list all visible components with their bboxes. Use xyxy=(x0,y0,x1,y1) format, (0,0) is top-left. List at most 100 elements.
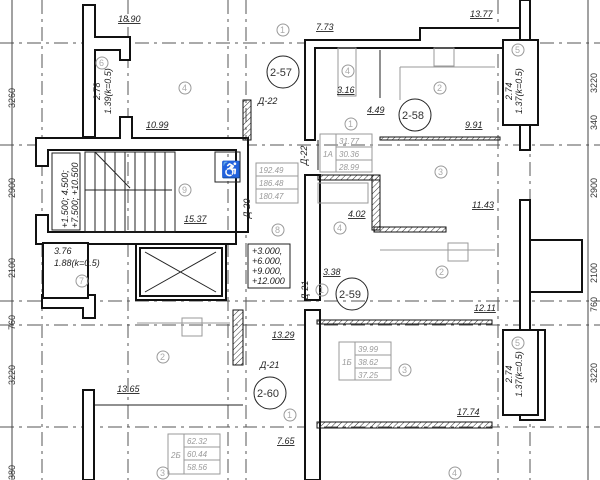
svg-text:180.47: 180.47 xyxy=(259,192,284,201)
door-labels: Д-22 Д-21 Д-22 Д-20 Д-21 xyxy=(242,96,310,370)
floor-levels-box: +3.000, +6.000, +9.000, +12.000 xyxy=(247,243,291,289)
svg-text:3: 3 xyxy=(438,167,443,177)
svg-text:39.99: 39.99 xyxy=(358,345,379,354)
svg-text:7.73: 7.73 xyxy=(316,22,334,32)
svg-text:31.77: 31.77 xyxy=(339,137,360,146)
svg-text:30.36: 30.36 xyxy=(339,150,360,159)
svg-text:4: 4 xyxy=(337,223,342,233)
wheelchair-icon: ♿ xyxy=(221,160,241,179)
svg-text:380: 380 xyxy=(7,465,17,480)
dimensions-left: 3260 2900 2100 760 3220 380 xyxy=(7,88,17,480)
svg-text:4.49: 4.49 xyxy=(367,105,385,115)
balcony-right-top: 2.74 1.37(k=0.5) xyxy=(504,68,524,114)
svg-text:13.65: 13.65 xyxy=(117,384,141,394)
svg-text:2-57: 2-57 xyxy=(270,67,292,79)
table-1a: 1A 31.77 30.36 28.99 xyxy=(319,133,373,173)
svg-text:11.43: 11.43 xyxy=(472,200,494,210)
svg-text:1.37(k=0.5): 1.37(k=0.5) xyxy=(514,68,524,114)
svg-text:28.99: 28.99 xyxy=(338,163,360,172)
svg-text:62.32: 62.32 xyxy=(187,437,208,446)
svg-text:4: 4 xyxy=(182,83,187,93)
svg-text:192.49: 192.49 xyxy=(259,166,284,175)
svg-text:1.88(k=0.5): 1.88(k=0.5) xyxy=(54,258,100,268)
svg-text:1: 1 xyxy=(287,410,292,420)
svg-text:2100: 2100 xyxy=(589,263,599,283)
svg-text:3260: 3260 xyxy=(7,88,17,108)
dimensions-right: 3220 340 2900 2100 760 3220 xyxy=(589,73,599,383)
svg-text:13.77: 13.77 xyxy=(470,9,494,19)
svg-text:3.76: 3.76 xyxy=(54,246,72,256)
svg-text:3: 3 xyxy=(402,365,407,375)
svg-text:2.74: 2.74 xyxy=(504,365,514,384)
svg-text:1: 1 xyxy=(348,119,353,129)
svg-text:2-60: 2-60 xyxy=(257,388,279,400)
svg-text:2: 2 xyxy=(160,352,165,362)
walls xyxy=(35,0,583,480)
svg-text:2: 2 xyxy=(437,83,442,93)
table-1b: 1Б 39.99 38.62 37.25 xyxy=(338,341,392,381)
room-numbers: 1 4 6 2 4 3 1 5 9 8 4 1 2 3 5 7 2 1 3 4 xyxy=(75,23,525,480)
svg-text:60.44: 60.44 xyxy=(187,450,208,459)
svg-text:12.11: 12.11 xyxy=(474,303,496,313)
svg-text:7.65: 7.65 xyxy=(277,436,296,446)
svg-text:2-59: 2-59 xyxy=(339,289,361,301)
svg-text:58.56: 58.56 xyxy=(187,463,208,472)
svg-text:+1.500; 4.500;: +1.500; 4.500; xyxy=(60,170,70,228)
staircase: ♿ xyxy=(51,151,241,233)
svg-text:Д-21: Д-21 xyxy=(259,360,279,370)
svg-text:Д-21: Д-21 xyxy=(300,281,310,301)
balcony-left-top: 2.78 1.39(k=0.5) xyxy=(92,68,113,114)
svg-text:38.62: 38.62 xyxy=(358,358,379,367)
svg-text:18.90: 18.90 xyxy=(118,14,141,24)
svg-text:6: 6 xyxy=(99,58,104,68)
svg-text:760: 760 xyxy=(7,315,17,330)
svg-text:2900: 2900 xyxy=(7,178,17,198)
svg-text:3.38: 3.38 xyxy=(323,267,341,277)
svg-text:37.25: 37.25 xyxy=(358,371,379,380)
svg-text:9.91: 9.91 xyxy=(465,120,483,130)
svg-text:2900: 2900 xyxy=(589,178,599,198)
svg-text:+3.000,: +3.000, xyxy=(252,246,282,256)
svg-text:5: 5 xyxy=(515,338,520,348)
table-2b: 2Б 62.32 60.44 58.56 xyxy=(167,433,221,475)
svg-text:9: 9 xyxy=(182,185,187,195)
svg-text:3.16: 3.16 xyxy=(337,85,355,95)
svg-text:8: 8 xyxy=(275,225,280,235)
svg-text:7: 7 xyxy=(79,276,84,286)
svg-text:2Б: 2Б xyxy=(170,451,181,460)
svg-text:Д-22: Д-22 xyxy=(299,146,309,166)
stair-levels: +1.500; 4.500; +7.500; +10.500 xyxy=(60,162,80,228)
svg-text:+6.000,: +6.000, xyxy=(252,256,282,266)
svg-text:2.74: 2.74 xyxy=(504,82,514,101)
svg-text:2: 2 xyxy=(439,267,444,277)
svg-text:3220: 3220 xyxy=(589,73,599,93)
svg-text:+12.000: +12.000 xyxy=(252,276,285,286)
svg-text:2-58: 2-58 xyxy=(402,110,424,122)
balcony-right-bottom: 2.74 1.37(k=0.5) xyxy=(504,351,524,397)
svg-text:760: 760 xyxy=(589,297,599,312)
svg-text:Д-22: Д-22 xyxy=(257,96,277,106)
room-areas: 18.90 10.99 15.37 7.73 13.77 3.16 4.49 9… xyxy=(54,9,496,446)
partitions xyxy=(95,47,501,429)
svg-text:1A: 1A xyxy=(323,150,333,159)
svg-text:1.39(k=0.5): 1.39(k=0.5) xyxy=(103,68,113,114)
svg-text:4: 4 xyxy=(452,468,457,478)
svg-text:+7.500; +10.500: +7.500; +10.500 xyxy=(70,162,80,228)
svg-text:3220: 3220 xyxy=(589,363,599,383)
svg-text:1.37(k=0.5): 1.37(k=0.5) xyxy=(514,351,524,397)
svg-text:1: 1 xyxy=(280,25,285,35)
svg-text:4.02: 4.02 xyxy=(348,209,366,219)
svg-text:+9.000,: +9.000, xyxy=(252,266,282,276)
svg-text:4: 4 xyxy=(345,66,350,76)
svg-text:15.37: 15.37 xyxy=(184,214,208,224)
svg-text:186.48: 186.48 xyxy=(259,179,284,188)
svg-text:2100: 2100 xyxy=(7,258,17,278)
svg-text:3: 3 xyxy=(160,468,165,478)
svg-text:1: 1 xyxy=(319,285,324,295)
svg-text:1Б: 1Б xyxy=(342,358,352,367)
svg-text:2.78: 2.78 xyxy=(92,82,102,101)
svg-text:17.74: 17.74 xyxy=(457,407,480,417)
svg-text:13.29: 13.29 xyxy=(272,330,295,340)
svg-text:5: 5 xyxy=(515,45,520,55)
